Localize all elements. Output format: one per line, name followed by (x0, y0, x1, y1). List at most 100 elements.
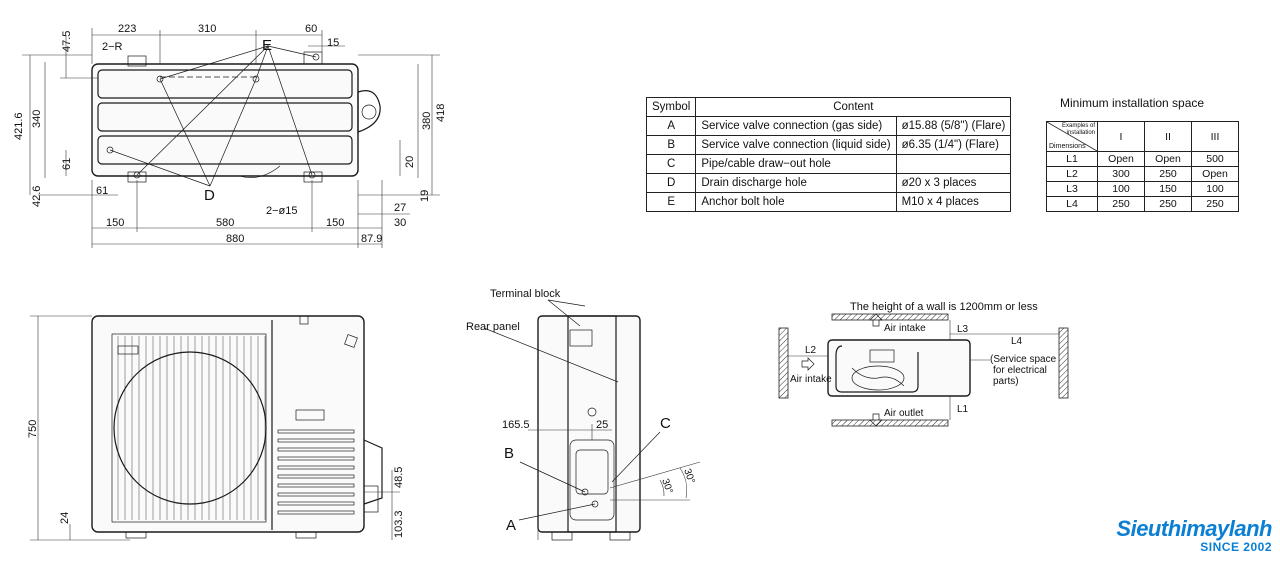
row-symbol: B (645, 135, 697, 155)
side-view: Terminal block Rear panel 165.5 25 A B C… (466, 288, 701, 541)
table-row: B Service valve connection (liquid side)… (645, 135, 1012, 155)
label-a: A (506, 517, 516, 534)
dim-right-20: 20 (404, 156, 416, 168)
dim-165: 165.5 (502, 419, 530, 431)
corner-examples: Examples of installation (1061, 123, 1095, 136)
angle-1: 30° (681, 467, 697, 485)
dim-right-418: 418 (435, 104, 447, 122)
installation-header: Examples of installation Dimensions I II… (1046, 121, 1239, 152)
dim-25: 25 (596, 419, 608, 431)
header-symbol: Symbol (645, 97, 697, 117)
row-content: Pipe/cable draw−out hole (695, 154, 897, 174)
row-label: L4 (1046, 196, 1098, 212)
angle-2: 30° (659, 477, 675, 495)
dim-bottom-580: 580 (216, 217, 234, 229)
row-value: ø20 x 3 places (895, 173, 1012, 193)
dim-bottom-150a: 150 (106, 217, 124, 229)
table-row: E Anchor bolt hole M10 x 4 places (645, 192, 1012, 212)
row-symbol: E (645, 192, 697, 212)
table-row: C Pipe/cable draw−out hole (645, 154, 1012, 174)
dim-right-30: 30 (394, 217, 406, 229)
label-l2: L2 (805, 345, 817, 356)
dim-top-310: 310 (198, 23, 216, 35)
row-content: Drain discharge hole (695, 173, 897, 193)
cell: 250 (1144, 196, 1192, 212)
dim-left-42: 42.6 (31, 186, 43, 207)
dim-48: 48.5 (393, 467, 405, 488)
label-holes: 2−ø15 (266, 205, 298, 217)
fan-grille (117, 336, 266, 520)
table-row: A Service valve connection (gas side) ø1… (645, 116, 1012, 136)
row-label: L3 (1046, 181, 1098, 197)
dim-bottom-880: 880 (226, 233, 244, 245)
space-diagram: The height of a wall is 1200mm or less A… (778, 301, 1069, 427)
row-value: ø15.88 (5/8") (Flare) (895, 116, 1012, 136)
row-symbol: D (645, 173, 697, 193)
installation-title: Minimum installation space (1060, 96, 1205, 110)
label-l1: L1 (957, 404, 969, 415)
label-c: C (660, 415, 671, 432)
table-row: L2 300 250 Open (1046, 166, 1239, 182)
installation-table: Examples of installation Dimensions I II… (1046, 121, 1239, 212)
spec-table: Symbol Content A Service valve connectio… (645, 97, 1012, 212)
dim-bottom-87: 87.9 (361, 233, 382, 245)
dim-top-223: 223 (118, 23, 136, 35)
cell: Open (1097, 151, 1145, 167)
cell: Open (1144, 151, 1192, 167)
dim-top-15: 15 (327, 37, 339, 49)
corner-dimensions: Dimensions (1049, 143, 1086, 150)
service-note-3: parts) (993, 376, 1019, 387)
dim-left-47: 47.5 (61, 31, 73, 52)
label-l3: L3 (957, 324, 969, 335)
louver-slot (277, 447, 355, 452)
brand-logo: Sieuthimaylanh SINCE 2002 (1088, 518, 1272, 555)
dim-right-19: 19 (419, 190, 431, 202)
header-content: Content (695, 97, 1012, 117)
louver-slot (277, 465, 355, 470)
row-label: L1 (1046, 151, 1098, 167)
corner-diagonal (1047, 122, 1097, 151)
louver-slot (277, 456, 355, 461)
spec-header: Symbol Content (645, 97, 1012, 117)
dim-top-60: 60 (305, 23, 317, 35)
louver-slot (277, 510, 355, 515)
dim-bottom-150b: 150 (326, 217, 344, 229)
louver-slot (277, 438, 355, 443)
dim-24: 24 (59, 512, 71, 524)
row-symbol: C (645, 154, 697, 174)
cell: 100 (1191, 181, 1239, 197)
cell: 500 (1191, 151, 1239, 167)
label-d: D (204, 187, 215, 204)
dim-left-61a: 61 (61, 158, 73, 170)
wall-note: The height of a wall is 1200mm or less (850, 301, 1038, 313)
dim-left-421: 421.6 (13, 112, 25, 140)
cell: 250 (1144, 166, 1192, 182)
louver-slot (277, 429, 355, 434)
row-value: M10 x 4 places (895, 192, 1012, 212)
cell: 100 (1097, 181, 1145, 197)
label-b: B (504, 445, 514, 462)
louver-slot (277, 492, 355, 497)
dim-103: 103.3 (393, 510, 405, 538)
cell: 250 (1191, 196, 1239, 212)
col-i: I (1097, 121, 1145, 152)
dim-750: 750 (27, 420, 39, 438)
label-terminal-block: Terminal block (490, 288, 561, 300)
service-note-2: for electrical (993, 365, 1047, 376)
air-outlet: Air outlet (884, 408, 924, 419)
brand-since: SINCE 2002 (1200, 540, 1272, 554)
row-content: Service valve connection (liquid side) (695, 135, 897, 155)
cell: 300 (1097, 166, 1145, 182)
cell: 250 (1097, 196, 1145, 212)
top-view: 223 310 60 15 2−R E D 2−ø15 47.5 421.6 3… (13, 23, 447, 248)
row-value: ø6.35 (1/4") (Flare) (895, 135, 1012, 155)
front-view: 750 24 48.5 103.3 (27, 315, 405, 541)
label-e: E (262, 37, 272, 54)
dim-left-61b: 61 (96, 185, 108, 197)
table-corner: Examples of installation Dimensions (1046, 121, 1098, 152)
service-note-1: (Service space (990, 354, 1057, 365)
air-intake-left: Air intake (790, 374, 832, 385)
louvers (277, 429, 355, 515)
row-value (895, 154, 1012, 174)
